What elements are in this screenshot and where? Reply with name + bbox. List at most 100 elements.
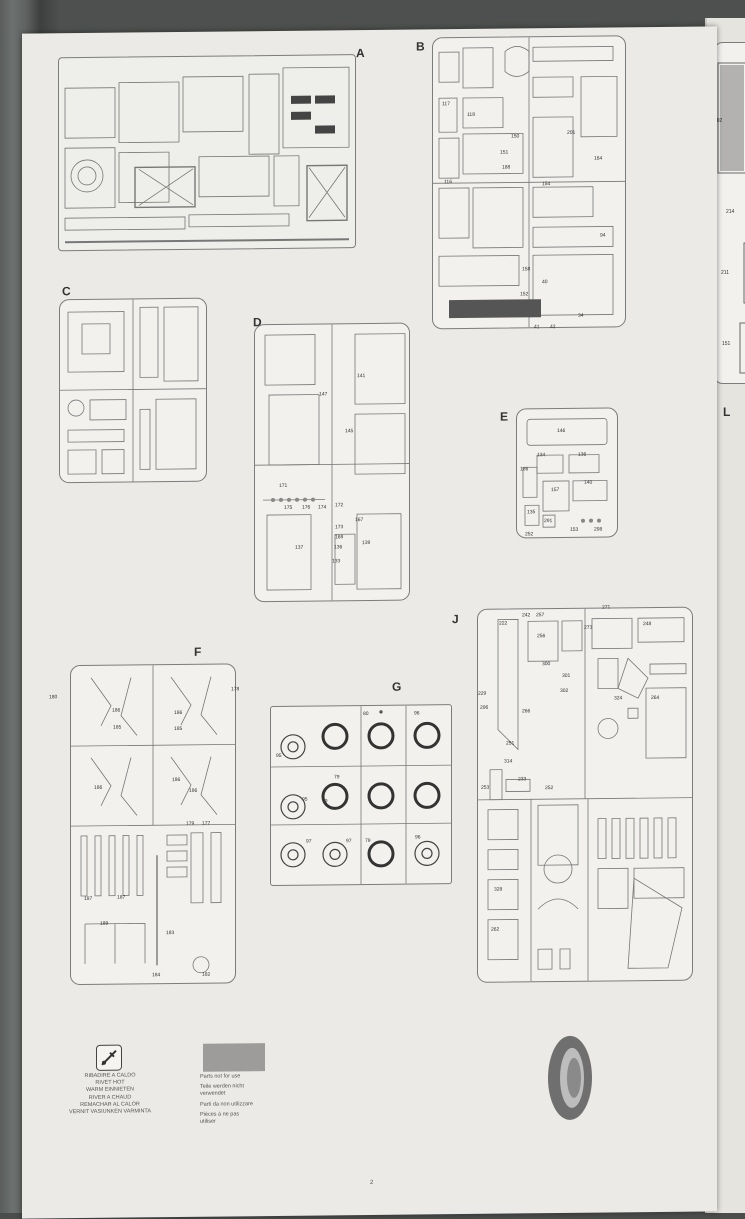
unused-line-6: utiliser [200, 1118, 216, 1125]
sprue-f-parts [71, 665, 235, 974]
b-part-117: 117 [442, 101, 450, 108]
unused-parts-swatch [203, 1043, 265, 1072]
g-part-97a: 97 [306, 838, 312, 845]
f-part-184: 184 [152, 972, 161, 979]
j-part-328: 328 [494, 886, 503, 893]
j-part-324: 324 [614, 695, 623, 702]
j-part-233: 233 [518, 776, 527, 783]
rivet-hot-icon [96, 1044, 122, 1071]
b-part-40: 40 [542, 279, 548, 286]
j-part-271: 271 [602, 604, 611, 611]
g-part-95a: 95 [276, 752, 282, 759]
sprue-a-parts [64, 66, 350, 244]
f-part-185b: 185 [174, 725, 183, 733]
e-part-136: 136 [578, 451, 587, 458]
sprue-a-frame [58, 54, 356, 252]
rivet-legend: RIBADIRE A CALDO RIVET HOT WARM EINNIETE… [60, 1072, 160, 1116]
f-part-180: 180 [49, 694, 58, 701]
sprue-j-frame [477, 606, 693, 983]
e-part-134: 134 [537, 452, 546, 459]
sprue-l-parts [717, 62, 745, 374]
f-part-182: 182 [202, 971, 211, 978]
d-part-167: 167 [355, 517, 364, 524]
sprue-c-parts [60, 299, 206, 482]
f-part-177: 177 [202, 820, 211, 827]
d-part-136: 136 [334, 544, 343, 551]
f-part-189: 189 [100, 920, 109, 927]
g-part-79b: 79 [322, 798, 328, 805]
j-part-314: 314 [504, 758, 513, 765]
e-part-166: 166 [520, 466, 529, 473]
unused-legend: Parts not for use Teile werden nicht ver… [200, 1073, 280, 1126]
f-part-186e: 186 [189, 787, 198, 794]
j-part-264: 264 [651, 694, 660, 702]
d-part-133: 133 [332, 558, 341, 565]
page-number: 2 [370, 1179, 374, 1186]
b-part-118: 118 [467, 111, 475, 118]
b-part-188: 188 [502, 164, 511, 171]
e-part-135: 135 [527, 509, 536, 516]
b-part-201: 201 [567, 129, 576, 136]
l-part-1: 202 [714, 118, 723, 124]
sprue-j-parts [478, 608, 692, 982]
d-part-175: 175 [284, 504, 293, 511]
g-part-79c: 79 [365, 837, 371, 845]
f-part-187b: 187 [117, 894, 126, 901]
j-part-222: 222 [499, 620, 508, 627]
unused-line-3: verwendet [200, 1090, 226, 1098]
sprue-label-a: A [356, 46, 365, 61]
f-part-185a: 185 [113, 724, 122, 731]
b-part-152: 152 [520, 291, 529, 298]
sprue-label-e: E [500, 409, 509, 424]
sprue-d-parts [255, 324, 409, 601]
d-part-176: 176 [302, 504, 311, 511]
f-part-186d: 186 [172, 776, 181, 784]
sprue-g-parts [271, 705, 451, 885]
sprue-b-parts [433, 37, 625, 328]
d-part-174: 174 [318, 504, 327, 511]
sprue-f-frame [70, 663, 236, 986]
sprue-c-frame [59, 297, 207, 484]
j-part-256: 256 [537, 633, 546, 640]
f-part-186b: 186 [174, 709, 183, 717]
g-part-79a: 79 [334, 774, 340, 781]
g-part-96b: 96 [415, 834, 421, 841]
b-part-164: 164 [594, 155, 603, 162]
instruction-sheet: A B [22, 26, 717, 1219]
j-part-251: 251 [506, 740, 515, 747]
e-part-140: 140 [584, 479, 593, 486]
e-part-252: 252 [525, 531, 534, 538]
f-part-183: 183 [166, 930, 175, 937]
g-part-95b: 95 [302, 796, 308, 803]
b-part-154: 154 [542, 181, 551, 188]
d-part-147: 147 [319, 391, 328, 398]
j-part-296: 296 [480, 704, 489, 711]
d-part-137: 137 [295, 544, 304, 551]
j-part-301: 301 [562, 672, 571, 679]
sprue-label-j: J [452, 612, 459, 627]
g-part-97b: 97 [346, 838, 352, 845]
j-part-266: 266 [522, 708, 531, 715]
d-part-173: 173 [335, 524, 344, 531]
b-part-34: 34 [578, 312, 584, 319]
tire-illustration [548, 1035, 592, 1120]
rivet-line-6: VERNIT VASIUNKEN VARMINTA [68, 1108, 152, 1116]
b-part-41: 41 [534, 324, 540, 331]
j-part-229: 229 [478, 690, 487, 697]
e-part-298: 298 [594, 526, 603, 533]
j-part-257: 257 [536, 612, 545, 619]
sprue-label-g: G [392, 679, 402, 694]
sprue-e-parts [522, 418, 608, 528]
unused-line-4: Parti da non utilizzare [200, 1100, 253, 1108]
j-part-248: 248 [643, 621, 652, 628]
l-part-4: 151 [722, 341, 731, 347]
sprue-e-frame [516, 407, 618, 539]
sprue-label-c: C [62, 284, 71, 299]
d-part-172: 172 [335, 502, 344, 509]
f-part-179: 179 [186, 820, 195, 827]
d-part-145: 145 [345, 428, 354, 435]
f-part-186a: 186 [112, 707, 121, 714]
j-part-300: 300 [542, 661, 551, 668]
b-part-116: 116 [444, 179, 452, 186]
unused-line-1: Parts not for use [200, 1073, 241, 1080]
